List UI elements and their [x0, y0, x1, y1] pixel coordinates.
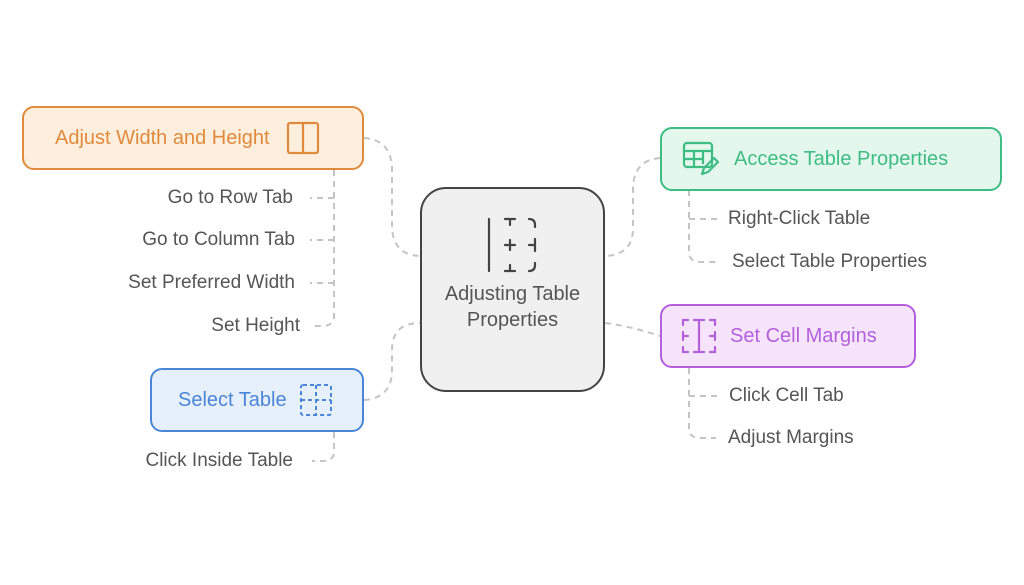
branch-set-cell-margins[interactable]: Set Cell Margins	[660, 304, 916, 368]
leaf-set-height: Set Height	[211, 315, 300, 336]
leaf-adjust-margins: Adjust Margins	[728, 427, 854, 448]
table-cell-insert-icon	[487, 217, 536, 273]
leaf-click-cell-tab: Click Cell Tab	[729, 385, 844, 406]
branch-label: Adjust Width and Height	[55, 126, 270, 149]
leaf-set-preferred-width: Set Preferred Width	[128, 272, 295, 293]
branch-label: Access Table Properties	[734, 147, 949, 170]
leaf-click-inside-table: Click Inside Table	[145, 450, 293, 471]
leaf-go-to-row-tab: Go to Row Tab	[167, 187, 293, 208]
split-column-icon	[286, 121, 319, 155]
cell-margin-icon	[681, 318, 717, 354]
leaf-right-click-table: Right-Click Table	[728, 208, 871, 229]
branch-label: Set Cell Margins	[730, 324, 877, 347]
table-edit-icon	[682, 141, 720, 176]
leaf-go-to-column-tab: Go to Column Tab	[142, 229, 295, 250]
branch-adjust-width-height[interactable]: Adjust Width and Height	[22, 106, 364, 170]
leaf-select-table-properties: Select Table Properties	[732, 251, 928, 272]
dashed-grid-icon	[299, 384, 332, 416]
branch-select-table[interactable]: Select Table	[150, 368, 364, 432]
branch-access-table-properties[interactable]: Access Table Properties	[660, 127, 1002, 191]
center-label: Adjusting Table Properties	[444, 283, 581, 331]
branch-label: Select Table	[178, 388, 287, 411]
center-node[interactable]: Adjusting Table Properties	[420, 187, 605, 392]
